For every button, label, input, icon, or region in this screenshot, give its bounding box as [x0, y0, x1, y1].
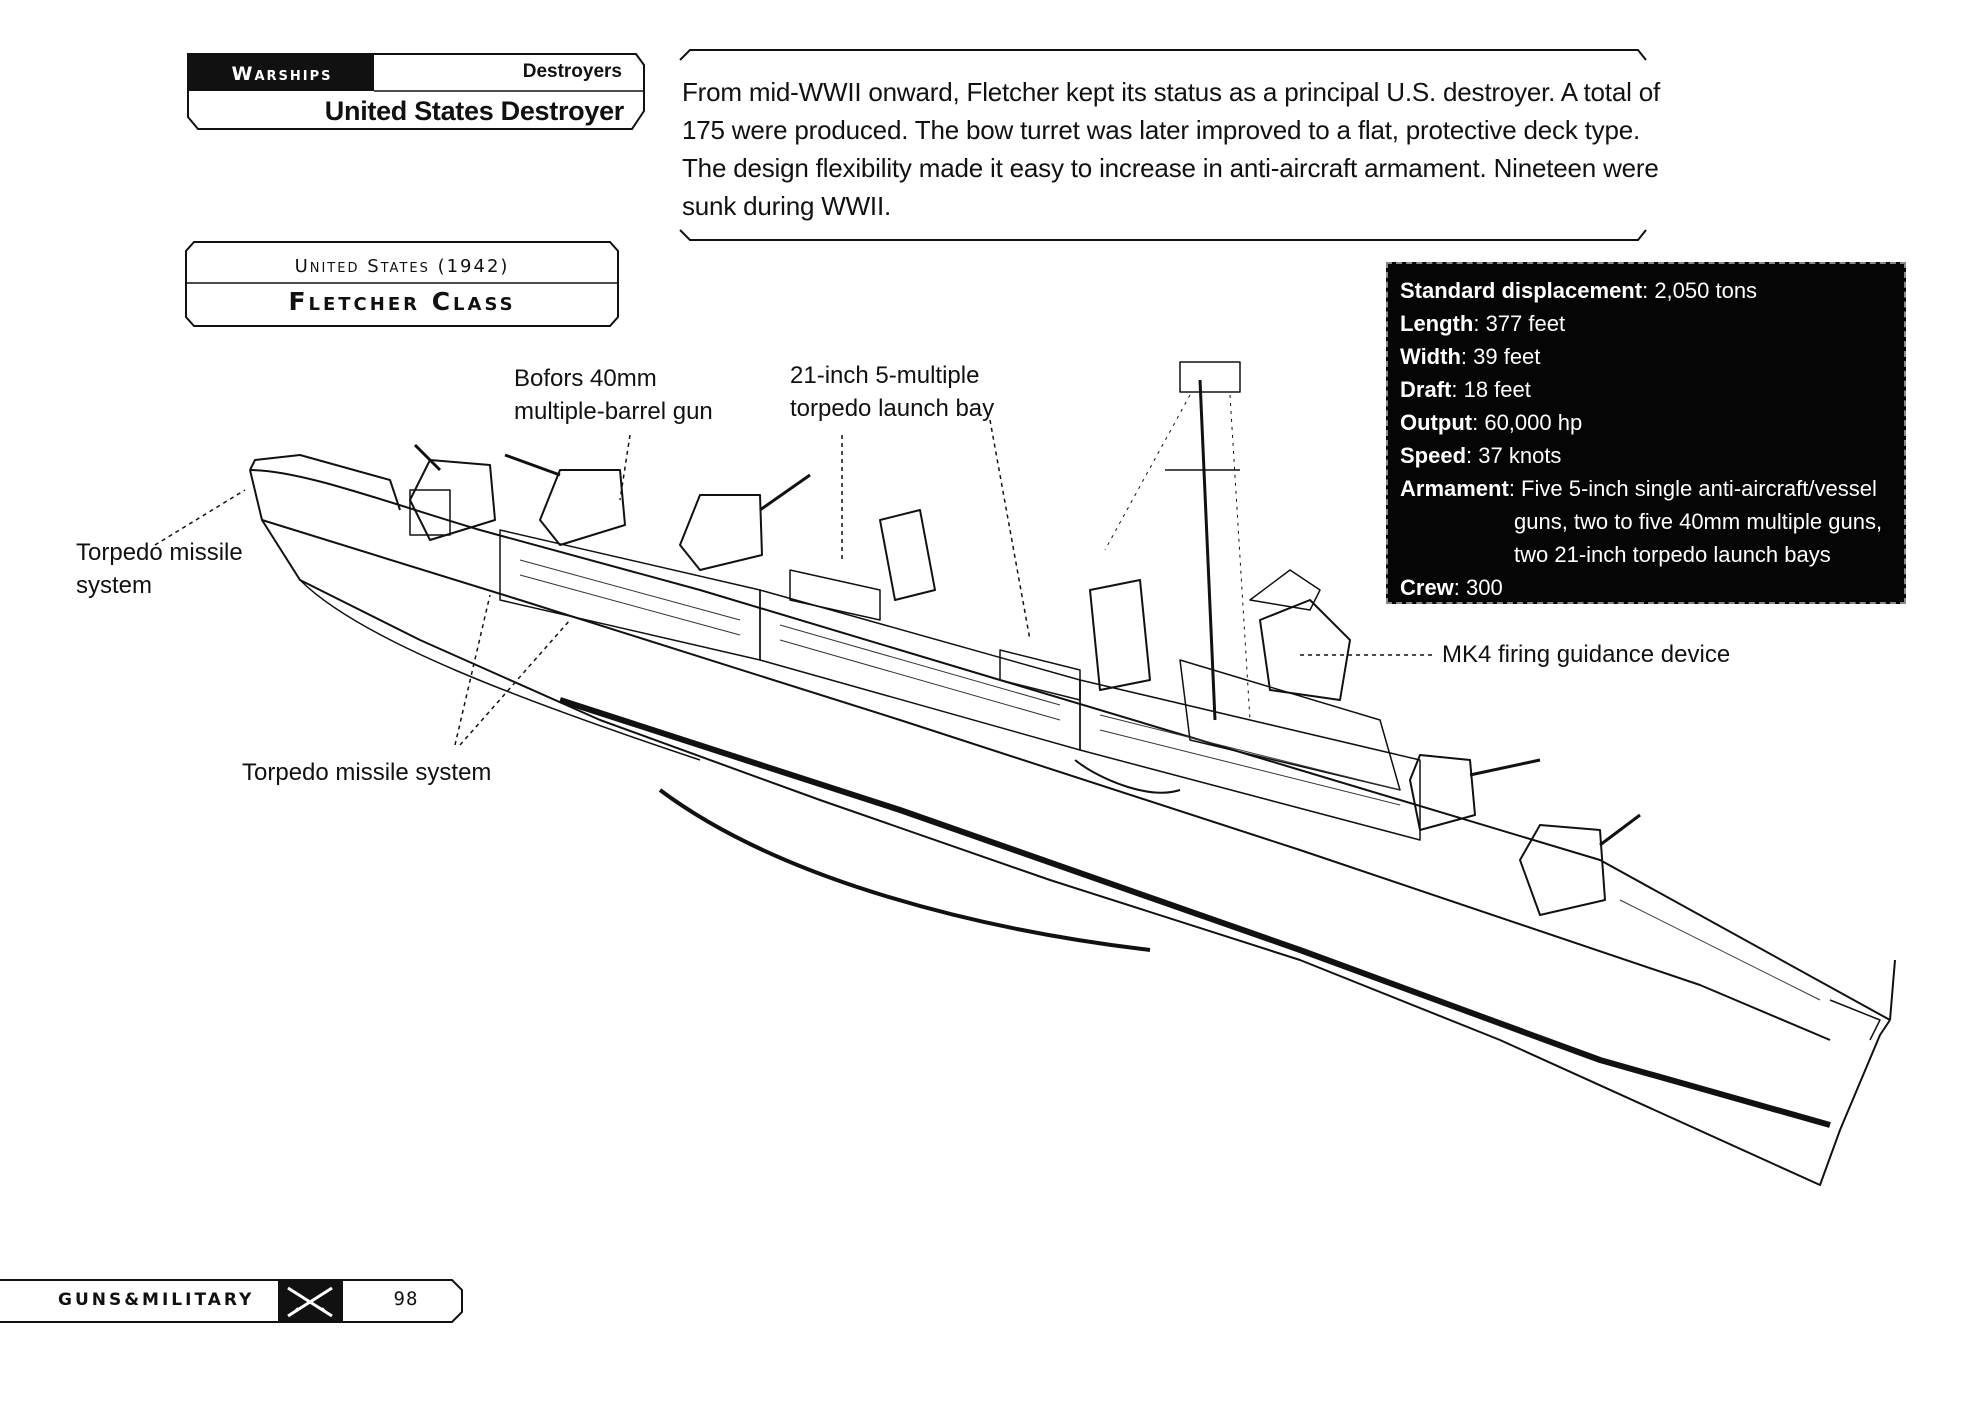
spec-draft: Draft: 18 feet: [1400, 377, 1531, 402]
spec-value: 2,050 tons: [1654, 278, 1758, 303]
page-number: 98: [393, 1288, 419, 1310]
spec-label: Speed: [1400, 443, 1467, 468]
spec-label: Draft: [1400, 377, 1452, 402]
page-title: United States Destroyer: [324, 96, 625, 126]
leader-torpedo-stern: [154, 489, 246, 546]
spec-value: 300: [1466, 575, 1503, 600]
callout-torpedo-stern: Torpedo missile system: [76, 536, 243, 602]
callout-torpedo-lower: Torpedo missile system: [242, 759, 492, 786]
leader-torpedo-lower-b: [459, 619, 571, 746]
spec-speed: Speed: 37 knots: [1400, 443, 1562, 468]
spec-value: 18 feet: [1463, 377, 1531, 402]
spec-value: Five 5-inch single anti-aircraft/vessel: [1521, 476, 1877, 501]
spec-value: 377 feet: [1485, 311, 1566, 336]
callout-mk4: MK4 firing guidance device: [1442, 641, 1731, 668]
class-box: United States (1942) Fletcher Class: [184, 241, 620, 327]
callout-torpedo-bay-line1: 21-inch 5-multiple: [790, 362, 980, 389]
callout-leaders: [154, 419, 1435, 746]
spec-armament-cont-1: guns, two to five 40mm multiple guns,: [1514, 509, 1883, 534]
class-box-frame: [185, 241, 619, 327]
leader-torpedo-lower-a: [454, 594, 491, 746]
section-label: Warships: [231, 62, 333, 85]
spec-label: Armament: [1400, 476, 1509, 501]
specs-box: Standard displacement: 2,050 tons Length…: [1386, 262, 1906, 604]
callout-bofors-line1: Bofors 40mm: [514, 365, 657, 392]
hull-deck-edge: [249, 469, 1891, 1021]
leader-bofors: [619, 434, 631, 501]
callout-bofors-line2: multiple-barrel gun: [514, 398, 713, 425]
callout-torpedo-bay: 21-inch 5-multiple torpedo launch bay: [790, 359, 994, 425]
spec-value: 37 knots: [1478, 443, 1562, 468]
class-country-year: United States (1942): [294, 256, 510, 277]
spec-armament: Armament: Five 5-inch single anti-aircra…: [1400, 476, 1877, 501]
spec-displacement: Standard displacement: 2,050 tons: [1400, 278, 1758, 303]
spec-label: Output: [1400, 410, 1473, 435]
callout-torpedo-stern-line2: system: [76, 572, 153, 599]
callout-bofors: Bofors 40mm multiple-barrel gun: [514, 362, 713, 428]
spec-crew: Crew: 300: [1400, 575, 1503, 600]
header-frame: [187, 53, 645, 130]
crossed-rifles-icon: [287, 1286, 333, 1318]
description-frame: [679, 49, 1647, 241]
spec-label: Width: [1400, 344, 1461, 369]
spec-value: 39 feet: [1473, 344, 1541, 369]
spec-length: Length: 377 feet: [1400, 311, 1566, 336]
spec-width: Width: 39 feet: [1400, 344, 1541, 369]
spec-label: Length: [1400, 311, 1474, 336]
callout-torpedo-bay-line2: torpedo launch bay: [790, 395, 995, 422]
footer-frame: [0, 1279, 463, 1323]
category-label: Destroyers: [522, 61, 622, 82]
class-name: Fletcher Class: [288, 287, 516, 316]
footer-brand: GUNS&MILITARY: [58, 1290, 255, 1310]
spec-output: Output: 60,000 hp: [1400, 410, 1583, 435]
leader-torpedo-bay-b: [989, 419, 1031, 641]
spec-label: Standard displacement: [1400, 278, 1643, 303]
callout-torpedo-stern-line1: Torpedo missile: [76, 539, 243, 566]
spec-armament-cont-2: two 21-inch torpedo launch bays: [1514, 542, 1831, 567]
spec-value: 60,000 hp: [1484, 410, 1583, 435]
spec-label: Crew: [1400, 575, 1454, 600]
description-text: From mid-WWII onward, Fletcher kept its …: [682, 77, 1660, 221]
header-tag: Warships Destroyers United States Destro…: [184, 53, 646, 131]
